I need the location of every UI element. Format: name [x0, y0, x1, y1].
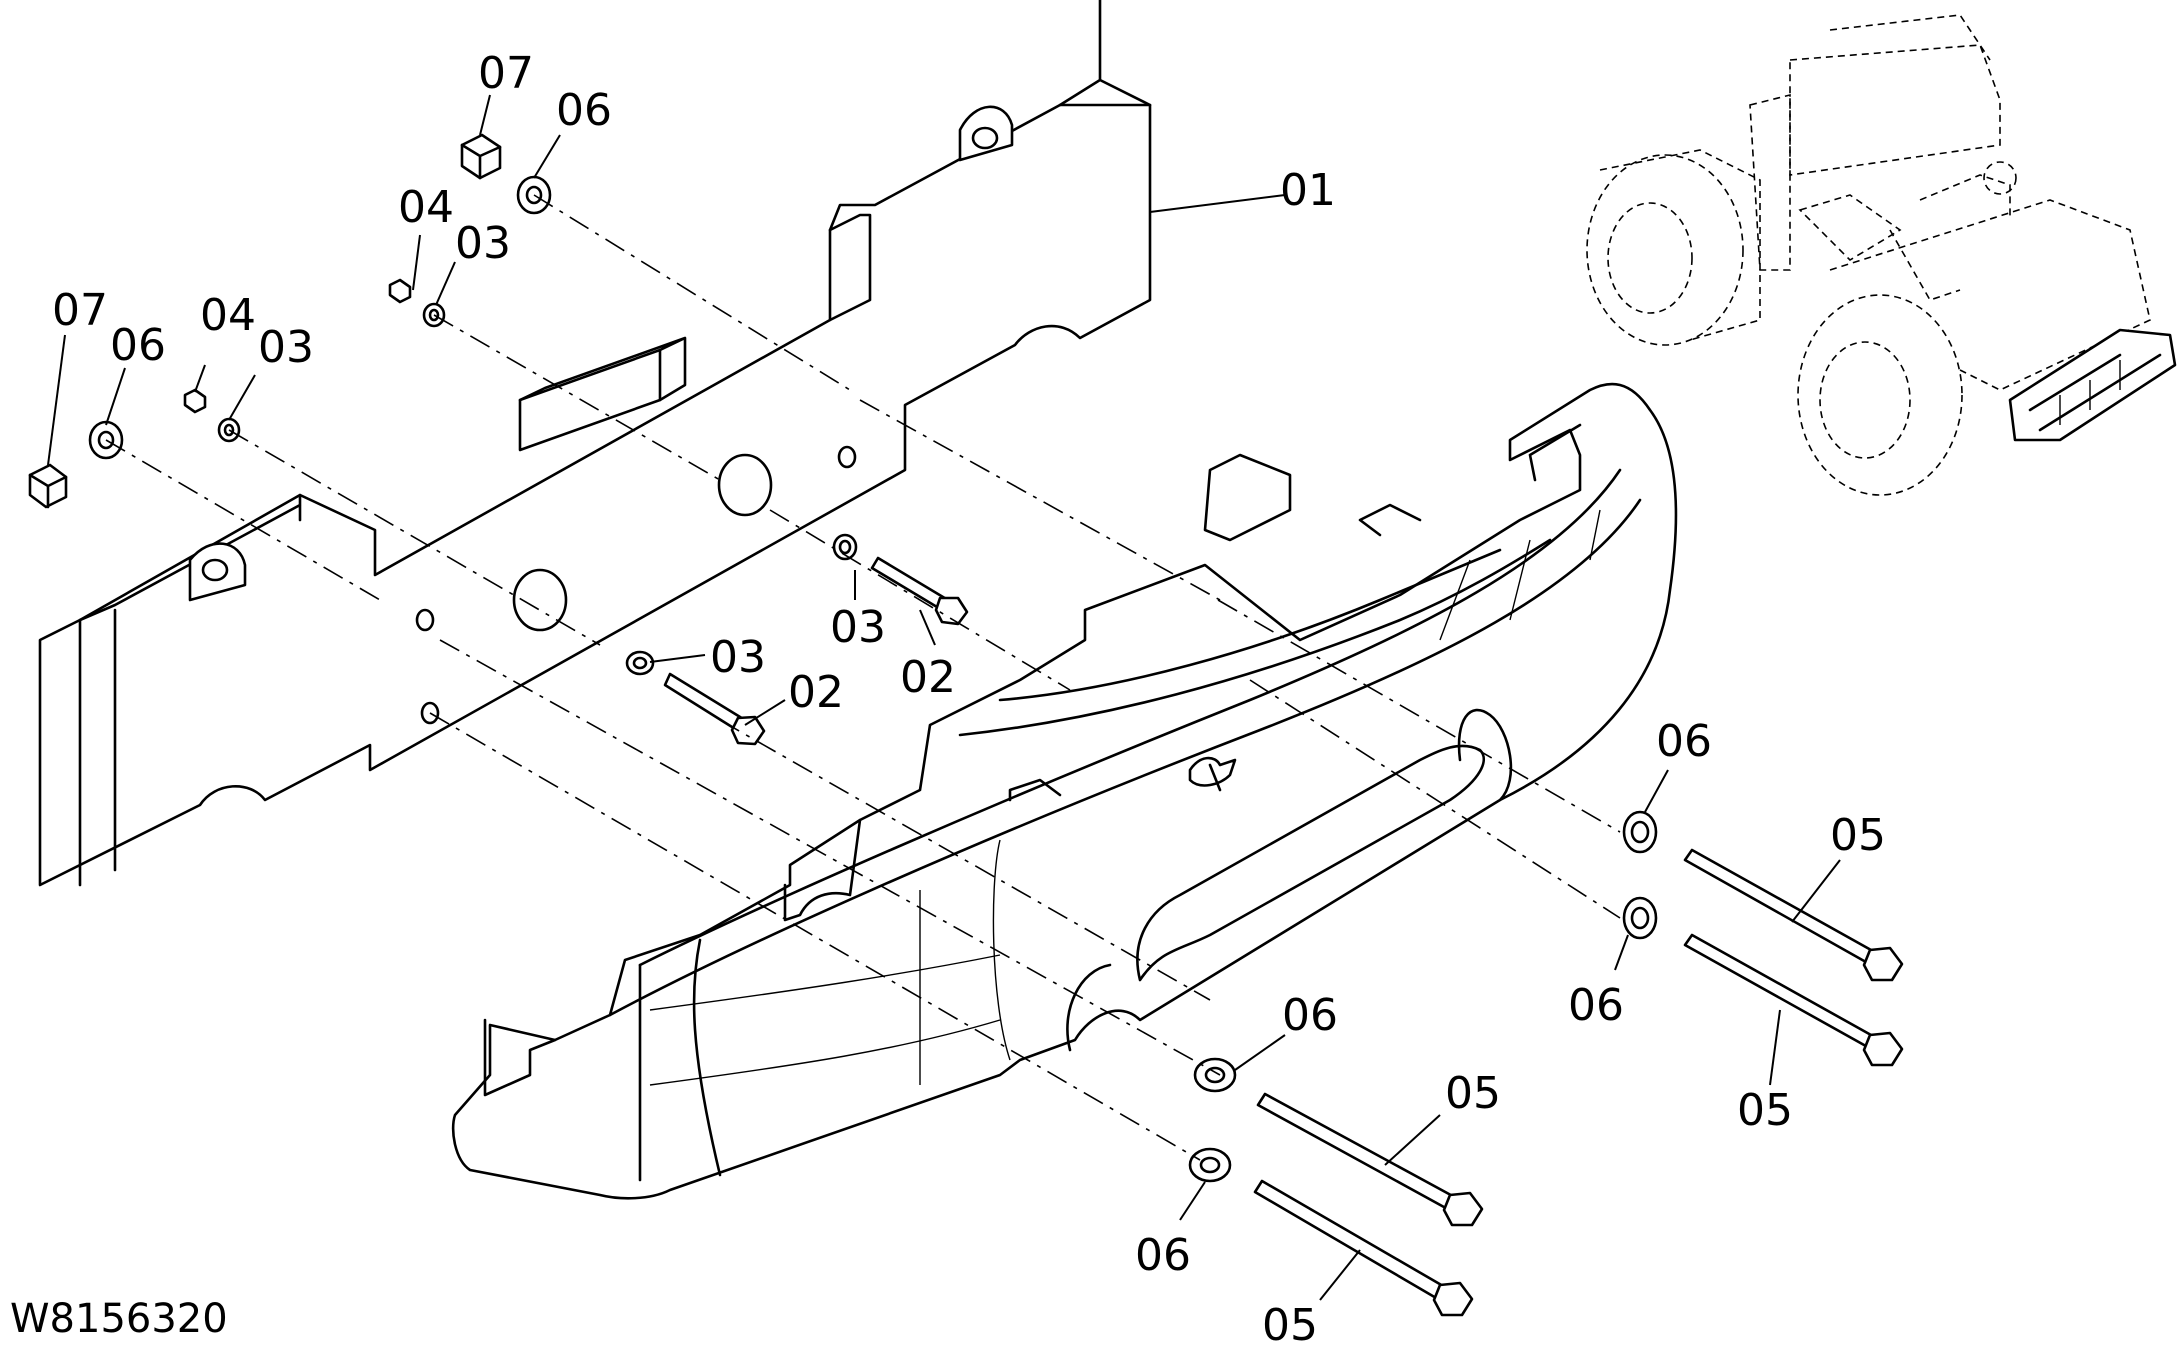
counterweight-plate-part-01: [38, 0, 1152, 887]
callout-02: 02: [900, 652, 956, 703]
callout-07: 07: [52, 285, 108, 336]
callout-06: 06: [556, 85, 612, 136]
callout-07: 07: [478, 48, 534, 99]
callout-04: 04: [398, 182, 454, 233]
callout-02: 02: [788, 667, 844, 718]
callout-06: 06: [1135, 1230, 1191, 1281]
callout-03: 03: [710, 632, 766, 683]
callout-06: 06: [1568, 980, 1624, 1031]
leader-lines: [47, 94, 1841, 1301]
hardware-center: [625, 533, 969, 746]
drawing-number: W8156320: [10, 1296, 228, 1342]
callout-labels: 01 07 06 04 03 07 06 04 03 03 02 03 02 0…: [10, 48, 1886, 1351]
machine-location-inset: [1586, 14, 2177, 496]
callout-01: 01: [1280, 165, 1336, 216]
callout-06: 06: [1282, 990, 1338, 1041]
callout-05: 05: [1262, 1300, 1318, 1351]
assembly-lines: [105, 194, 1621, 1161]
callout-03: 03: [258, 322, 314, 373]
callout-04: 04: [200, 290, 256, 341]
callout-06: 06: [110, 320, 166, 371]
hardware-upper-left: [28, 133, 552, 509]
hardware-lower-right: [1188, 810, 1904, 1317]
callout-05: 05: [1445, 1068, 1501, 1119]
callout-05: 05: [1737, 1085, 1793, 1136]
callout-03: 03: [830, 602, 886, 653]
callout-05: 05: [1830, 810, 1886, 861]
front-bumper-weight: [451, 382, 1678, 1200]
callout-03: 03: [455, 218, 511, 269]
callout-06: 06: [1656, 716, 1712, 767]
